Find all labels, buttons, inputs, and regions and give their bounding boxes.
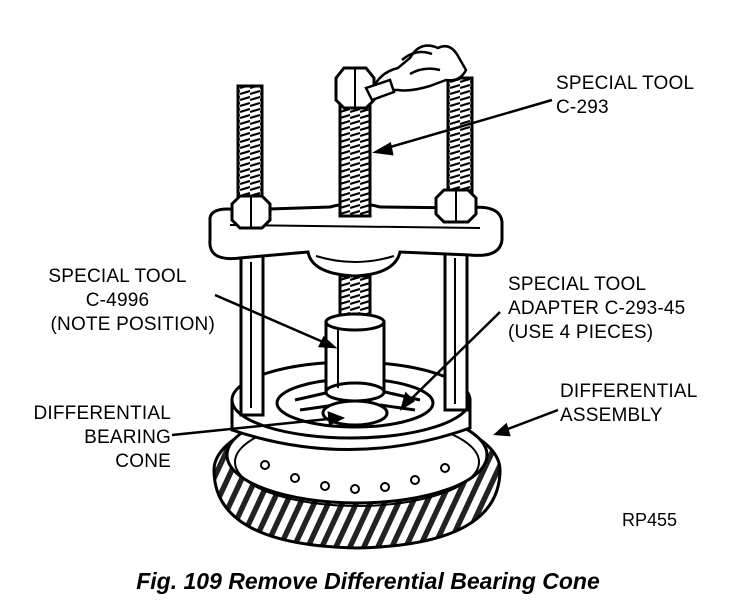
puller-crossbar: [208, 202, 504, 278]
forcing-screw: [334, 66, 376, 328]
label-differential-bearing-cone: DIFFERENTIAL BEARING CONE: [33, 403, 171, 472]
label-differential-assembly: DIFFERENTIAL ASSEMBLY: [560, 381, 698, 426]
hand-icon: [364, 44, 468, 102]
label-special-tool-c293: SPECIAL TOOL C-293: [556, 73, 695, 118]
label-special-tool-c4996: SPECIAL TOOL C-4996 (NOTE POSITION): [48, 266, 215, 335]
puller-rods: [236, 76, 474, 417]
hex-nuts: [230, 188, 478, 230]
figure-reference-code: RP455: [622, 510, 678, 530]
tool-c4996: [324, 312, 386, 403]
leader-lines: [171, 98, 559, 437]
figure-caption: Fig. 109 Remove Differential Bearing Con…: [136, 568, 600, 594]
label-special-tool-adapter: SPECIAL TOOL ADAPTER C-293-45 (USE 4 PIE…: [508, 274, 686, 343]
